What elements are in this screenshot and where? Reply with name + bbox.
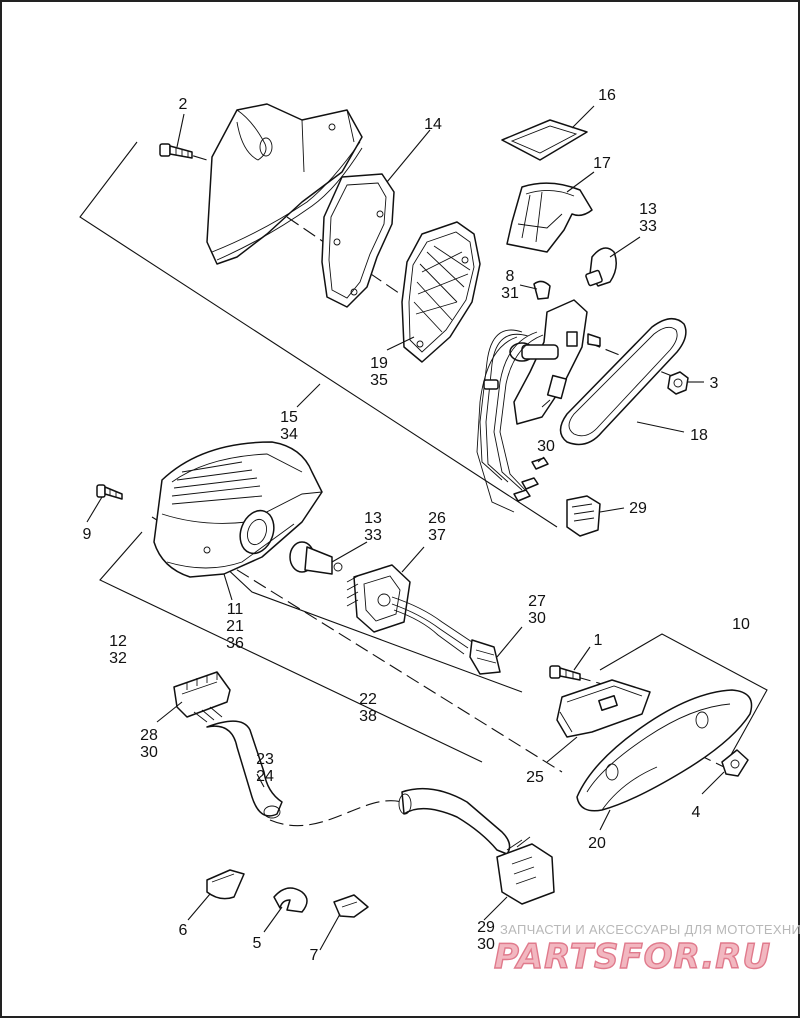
callout-30-upper: 30: [537, 438, 555, 455]
clip-nut-4: [721, 749, 749, 777]
connector-28: [173, 671, 231, 723]
upper-lamp-housing: [206, 103, 363, 265]
screw-9: [96, 484, 123, 500]
screw-2: [159, 143, 193, 159]
callout-7: 7: [310, 947, 319, 964]
callout-2: 2: [179, 96, 188, 113]
gasket-18: [559, 318, 687, 446]
callout-6: 6: [179, 922, 188, 939]
lens-19: [401, 221, 481, 363]
watermark: ЗАПЧАСТИ И АКСЕССУАРЫ ДЛЯ МОТОТЕХНИКИ PA…: [493, 922, 800, 978]
connector-27: [391, 596, 501, 675]
watermark-logo: PARTSFOR.RU: [494, 937, 771, 977]
bracket-25: [556, 679, 651, 738]
clip-7: [333, 894, 369, 918]
callout-18: 18: [690, 427, 708, 444]
callout-14: 14: [424, 116, 442, 133]
gasket-16: [501, 119, 588, 161]
socket-26: [346, 564, 411, 633]
watermark-tagline: ЗАПЧАСТИ И АКСЕССУАРЫ ДЛЯ МОТОТЕХНИКИ: [500, 922, 800, 937]
callout-17: 17: [593, 155, 611, 172]
bracket-17: [506, 182, 593, 253]
screw-1: [549, 665, 581, 681]
leader-lines: [86, 105, 725, 951]
callout-5: 5: [253, 935, 262, 952]
nut-3: [667, 371, 689, 395]
socket-plate: [509, 299, 601, 425]
wiring-harness-upper: [476, 329, 549, 513]
connector-29-upper: [566, 495, 601, 537]
clip-5: [273, 887, 308, 913]
callout-9: 9: [83, 526, 92, 543]
callout-20: 20: [588, 835, 606, 852]
callout-16: 16: [598, 87, 616, 104]
base-plate-20: [576, 689, 753, 812]
callout-25: 25: [526, 769, 544, 786]
callout-1: 1: [594, 632, 603, 649]
bulb-small-8: [533, 280, 551, 300]
clip-6: [206, 869, 245, 900]
callout-29-upper: 29: [629, 500, 647, 517]
gasket-14: [321, 173, 395, 308]
connector-29-lower: [496, 836, 555, 905]
callout-10: 10: [732, 616, 750, 633]
bulb-upper-13: [585, 247, 617, 287]
wiring-harness-23: [206, 720, 511, 855]
bulb-lower-13: [289, 541, 343, 575]
callout-3: 3: [710, 375, 719, 392]
lower-lamp-housing-11: [153, 441, 323, 578]
callout-4: 4: [692, 804, 701, 821]
